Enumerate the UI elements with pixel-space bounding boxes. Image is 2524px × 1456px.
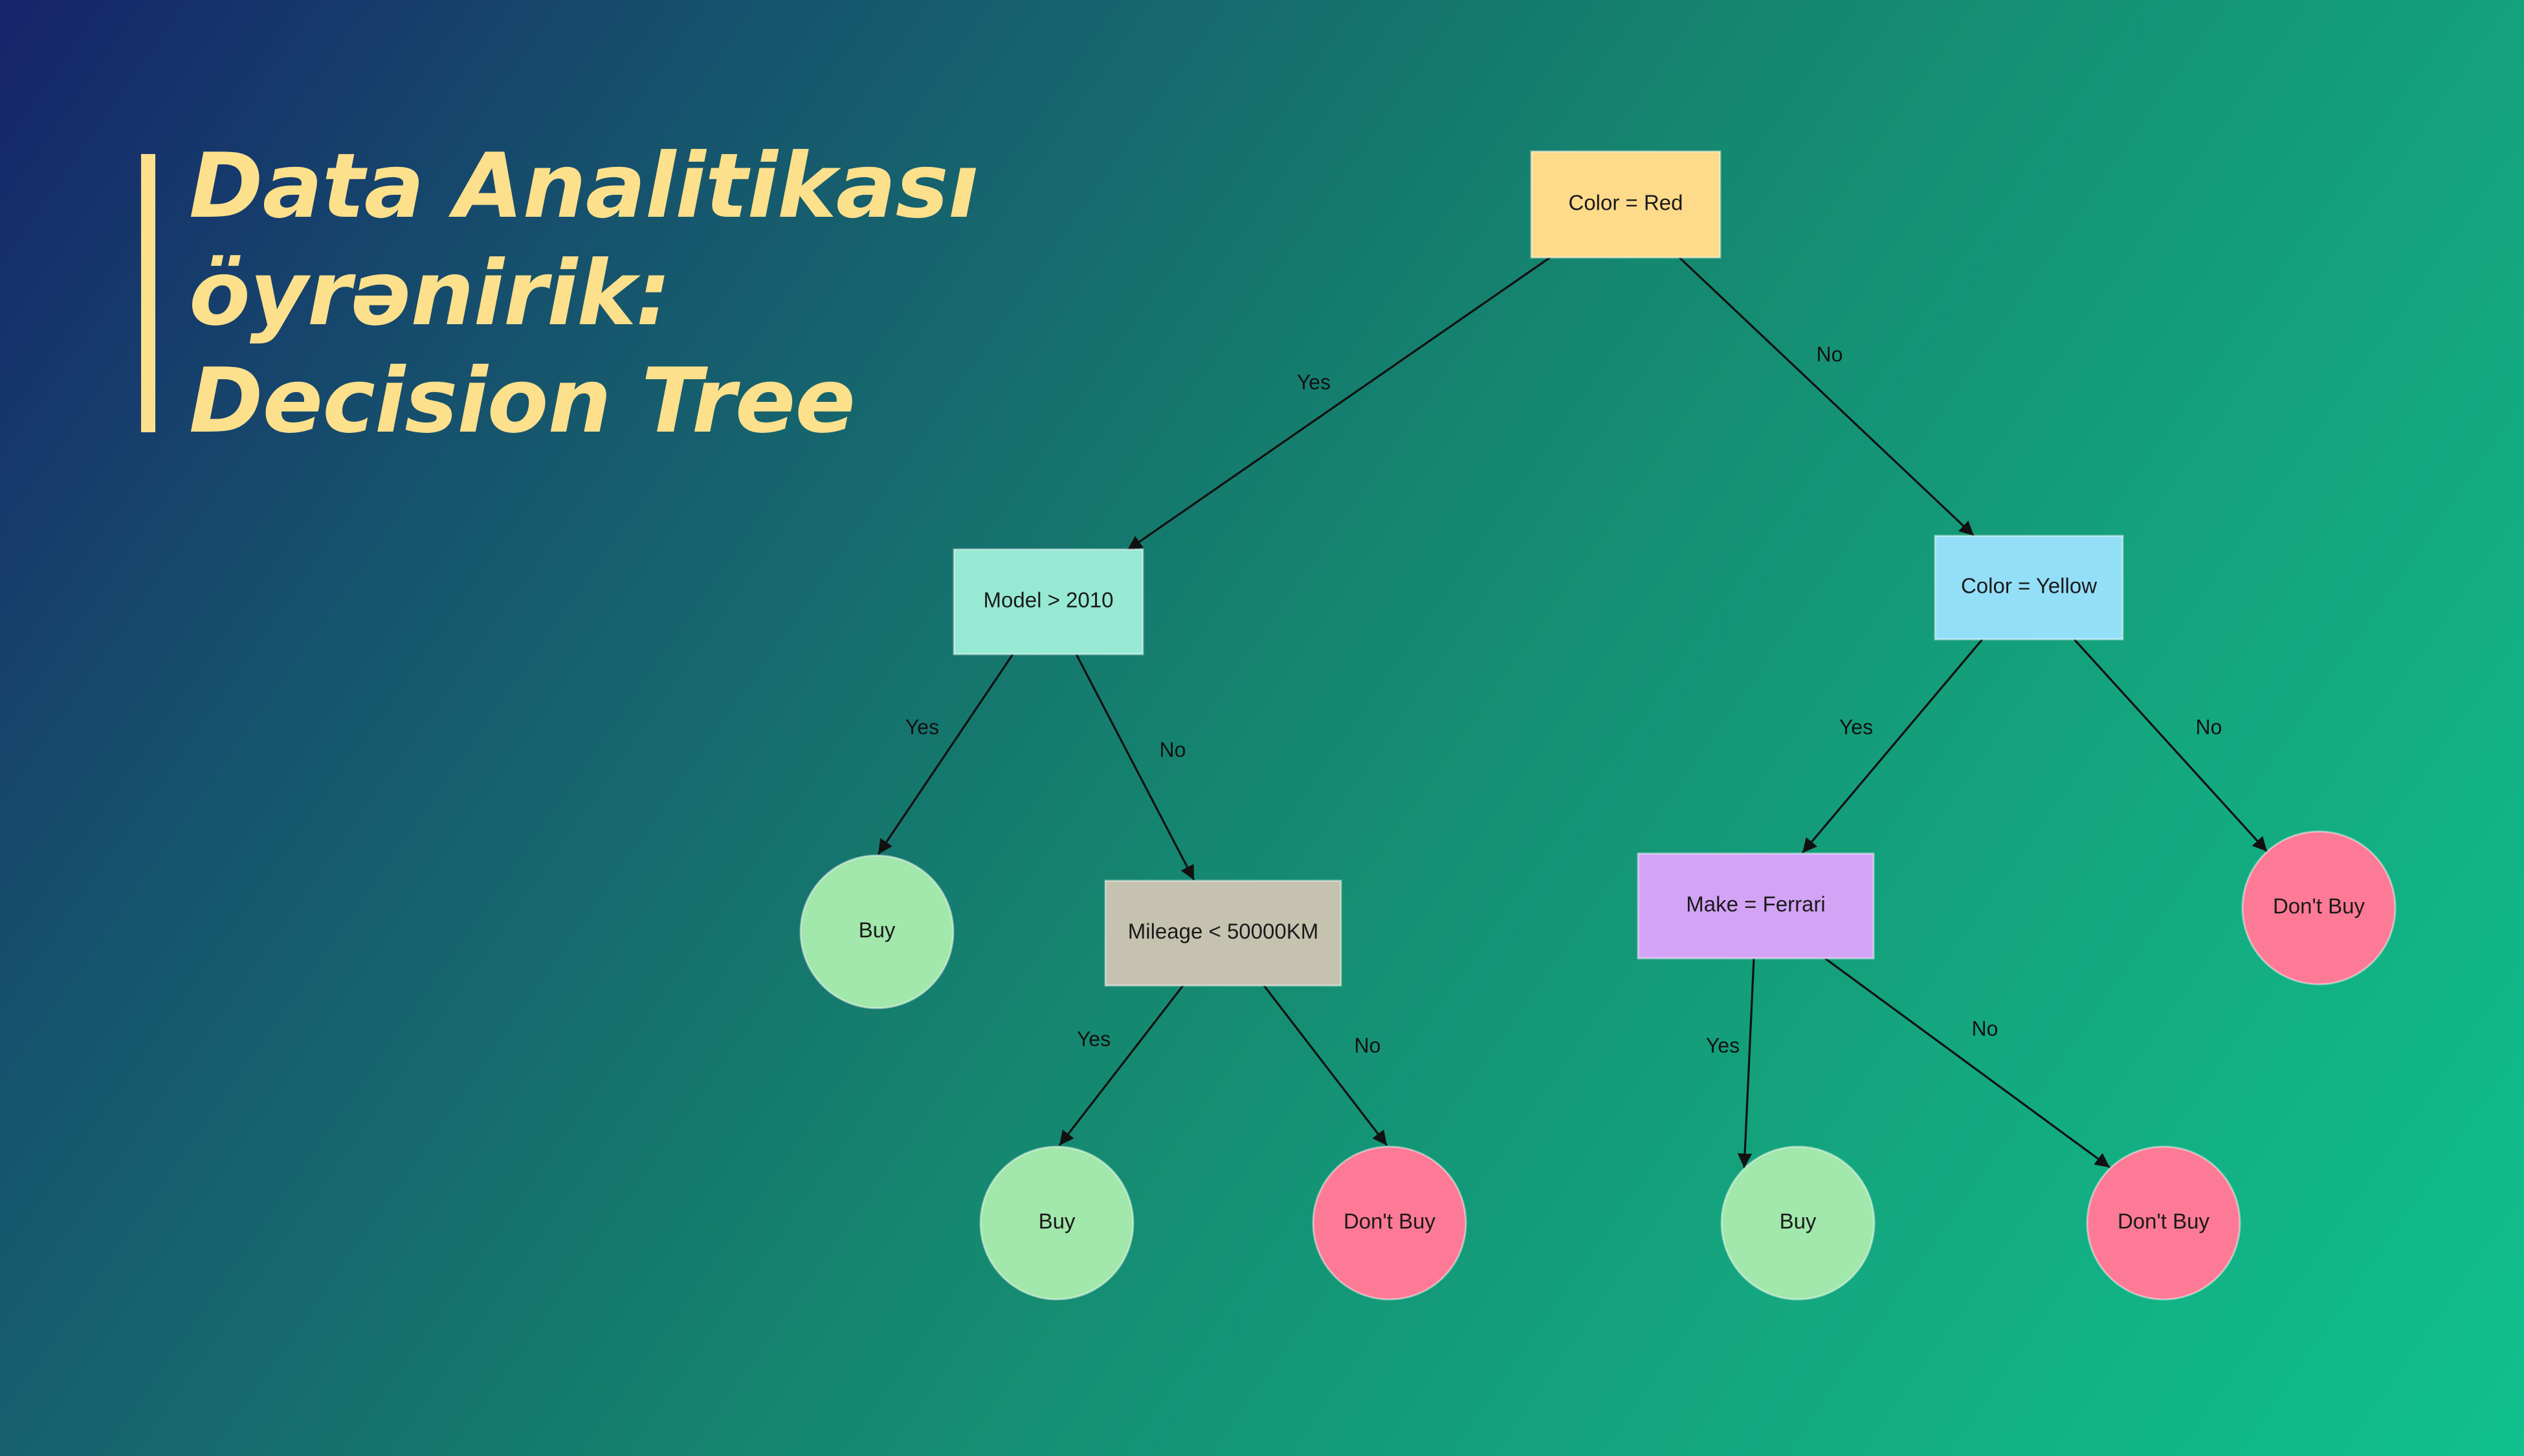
edge-arrow (1058, 985, 1184, 1146)
title-line-1: Data Analitikası (189, 134, 979, 238)
edge-label: Yes (1839, 715, 1873, 738)
edge-label: No (2196, 715, 2222, 738)
node-label: Don't Buy (1344, 1209, 1436, 1233)
edge-root-to-model: Yes (1127, 256, 1551, 551)
node-label: Color = Red (1568, 191, 1683, 215)
leaf-circle (1720, 1145, 1876, 1301)
decision-box (1637, 852, 1875, 960)
decision-box (953, 548, 1144, 656)
edge-arrow (877, 654, 1014, 855)
node-label: Don't Buy (2118, 1209, 2210, 1233)
edge-arrow (1263, 985, 1388, 1146)
edge-make-to-buy3: Yes (1706, 958, 1755, 1169)
node-model: Model > 2010 (953, 548, 1144, 656)
decision-box (1934, 535, 2124, 641)
edge-arrow (1801, 638, 1984, 854)
edge-model-to-mileage: No (1075, 654, 1195, 881)
node-label: Buy (1039, 1209, 1076, 1233)
edge-color_yellow-to-make: Yes (1801, 638, 1984, 854)
node-label: Model > 2010 (984, 588, 1114, 612)
node-make: Make = Ferrari (1637, 852, 1875, 960)
title-line-2: öyrənirik: (189, 241, 671, 346)
node-label: Make = Ferrari (1686, 892, 1825, 916)
title-accent-bar (141, 154, 155, 432)
edge-color_yellow-to-dontbuy1: No (2073, 638, 2268, 853)
leaf-circle (2241, 830, 2397, 986)
edge-arrow (1737, 958, 1755, 1169)
edge-label: Yes (1077, 1027, 1111, 1050)
node-label: Color = Yellow (1961, 574, 2097, 598)
leaf-circle (979, 1145, 1135, 1301)
edge-arrow (2073, 638, 2268, 853)
edge-arrow (1075, 654, 1195, 881)
edge-label: No (1355, 1033, 1381, 1057)
edge-arrow (1127, 256, 1551, 551)
title-line-3: Decision Tree (189, 349, 856, 453)
leaf-circle (1312, 1145, 1467, 1301)
decision-box (1104, 879, 1342, 987)
node-dontbuy3: Don't Buy (2086, 1145, 2241, 1301)
page-title: Data Analitikası öyrənirik: Decision Tre… (189, 133, 979, 455)
edge-label: No (1817, 342, 1843, 366)
edge-label: Yes (905, 715, 939, 738)
node-dontbuy2: Don't Buy (1312, 1145, 1467, 1301)
node-buy3: Buy (1720, 1145, 1876, 1301)
node-label: Buy (1780, 1209, 1817, 1233)
edge-arrow (1678, 256, 1975, 537)
edge-label: No (1972, 1017, 1998, 1040)
edge-make-to-dontbuy3: No (1824, 957, 2110, 1169)
node-label: Don't Buy (2273, 894, 2365, 918)
node-dontbuy1: Don't Buy (2241, 830, 2397, 986)
decision-box (1530, 150, 1721, 259)
node-buy1: Buy (799, 854, 955, 1009)
leaf-circle (2086, 1145, 2241, 1301)
node-root: Color = Red (1530, 150, 1721, 259)
node-label: Buy (859, 918, 896, 942)
node-buy2: Buy (979, 1145, 1135, 1301)
edge-mileage-to-dontbuy2: No (1263, 985, 1388, 1146)
edge-label: Yes (1706, 1033, 1740, 1057)
edge-arrow (1824, 957, 2110, 1169)
edge-model-to-buy1: Yes (877, 654, 1014, 855)
edge-root-to-color_yellow: No (1678, 256, 1975, 537)
node-color-yellow: Color = Yellow (1934, 535, 2124, 641)
edge-mileage-to-buy2: Yes (1058, 985, 1184, 1146)
leaf-circle (799, 854, 955, 1009)
edge-label: No (1160, 738, 1186, 761)
edge-label: Yes (1297, 370, 1331, 393)
node-label: Mileage < 50000KM (1128, 920, 1318, 943)
node-mileage: Mileage < 50000KM (1104, 879, 1342, 987)
